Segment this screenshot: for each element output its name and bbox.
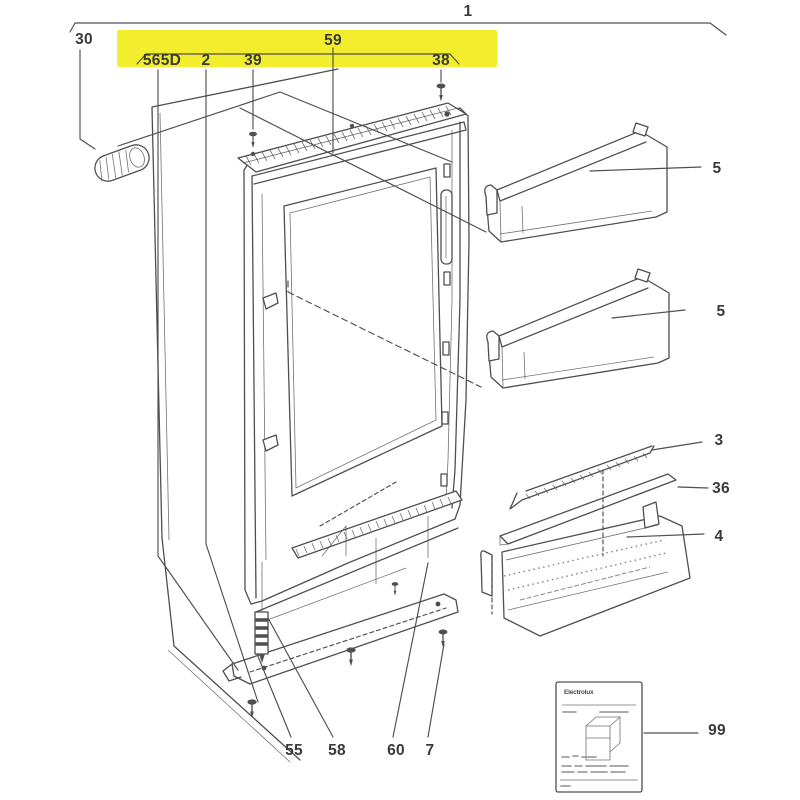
part-label-59: 59 <box>324 32 342 49</box>
screw-hole <box>349 123 355 129</box>
part-label-60: 60 <box>387 742 405 759</box>
door-liner <box>243 107 470 623</box>
part-label-39: 39 <box>244 52 262 69</box>
part-label-58: 58 <box>328 742 346 759</box>
bottle-bin <box>480 501 691 637</box>
right-frame-slot <box>441 411 449 425</box>
right-frame-slot <box>442 341 450 356</box>
right-frame-slot <box>443 163 451 178</box>
screws <box>246 82 450 719</box>
card-brand-text: Electrolux <box>564 689 594 696</box>
bin-lid <box>499 473 677 546</box>
outer-door-panel <box>151 68 339 763</box>
part-label-30: 30 <box>75 31 93 48</box>
leader-lines <box>69 22 727 738</box>
top-trim-strip <box>237 102 467 173</box>
bracket-1 <box>69 22 727 36</box>
part-label-36: 36 <box>712 480 730 497</box>
screw-bottom-small <box>391 581 399 597</box>
card-fridge-drawing <box>585 716 622 761</box>
part-label-3: 3 <box>714 432 724 449</box>
part-label-7: 7 <box>425 742 435 759</box>
bottom-trim-bar <box>222 593 459 685</box>
part-label-99: 99 <box>708 722 726 739</box>
part-label-565D: 565D <box>142 52 182 69</box>
part-label-5-upper: 5 <box>712 160 722 177</box>
rating-label-card <box>555 681 643 793</box>
part-label-38: 38 <box>432 52 450 69</box>
part-label-2: 2 <box>201 52 211 69</box>
threaded-pin <box>254 562 269 663</box>
left-frame-hook <box>262 292 279 310</box>
screw-bottom-left <box>246 698 258 719</box>
highlight-band <box>117 30 497 67</box>
egg-rail <box>509 445 655 510</box>
right-frame-slot <box>440 473 448 487</box>
right-frame-slot <box>443 271 451 286</box>
screw-38 <box>435 82 447 103</box>
left-frame-hook <box>262 434 279 452</box>
door-shelf-upper <box>484 122 668 243</box>
door-shelf-lower <box>486 268 670 389</box>
bracket-59 <box>136 53 460 65</box>
hinge-cap <box>94 144 150 182</box>
screw-39 <box>248 131 258 149</box>
part-label-55: 55 <box>285 742 303 759</box>
handle-recess <box>440 189 453 265</box>
screw-hole <box>250 151 256 157</box>
part-label-4: 4 <box>714 528 724 545</box>
screw-bottom-center <box>345 646 357 667</box>
part-label-1: 1 <box>463 3 473 20</box>
part-label-5-lower: 5 <box>716 303 726 320</box>
screw-bottom-right <box>437 628 449 649</box>
screw-hole <box>444 111 450 117</box>
